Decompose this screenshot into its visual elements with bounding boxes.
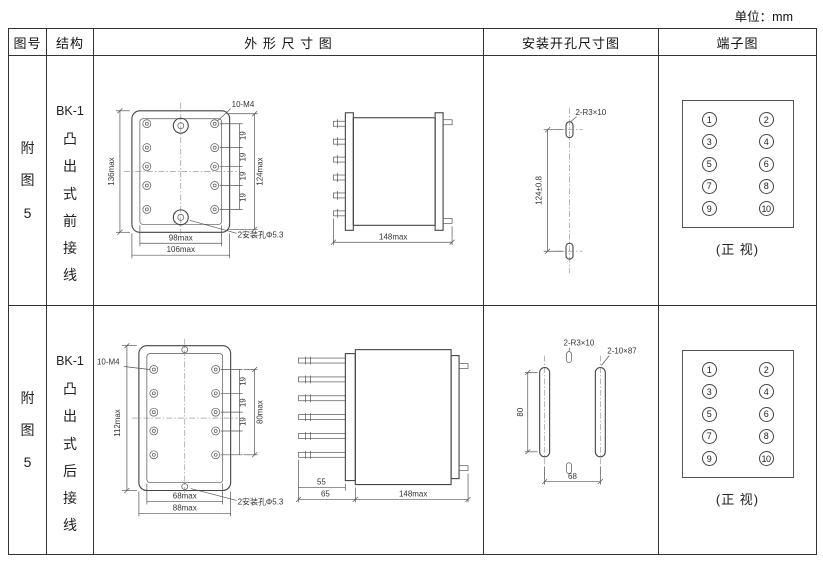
structure-row1: 凸出式前接线	[62, 131, 77, 284]
front-view-row2	[131, 338, 238, 498]
model-row1: BK-1	[56, 104, 84, 118]
dim-width-total-row2: 88max	[173, 503, 197, 512]
screw-label-row2: 10-M4	[97, 358, 120, 367]
model-row2: BK-1	[56, 354, 84, 368]
terminal-right-column-row2: 2 4 6 8 10	[758, 362, 774, 466]
terminal-pin-5: 5	[701, 406, 717, 422]
cell-outline-row2: 112max 10-M4 19 19 19 80max	[94, 306, 484, 554]
terminal-pin-1: 1	[701, 362, 717, 377]
cell-outline-row1: 136max 19 19 19 19 124max 10-M4	[94, 56, 484, 306]
dim-depth-row1: 148max	[379, 232, 407, 241]
terminal-pin-3: 3	[701, 134, 717, 150]
dim-front-depth-row2: 65	[321, 489, 330, 498]
dim-width-total-row1: 106max	[167, 245, 195, 254]
dim-hole-pitch-row1: 124±0.8	[535, 176, 544, 205]
mounting-drawing-row2: 2-R3×10 2-10×87 80 68	[516, 339, 637, 485]
terminal-pin-10: 10	[758, 201, 774, 216]
terminal-pin-3: 3	[701, 384, 717, 400]
terminal-pin-9: 9	[701, 451, 717, 466]
side-view-row1	[333, 112, 453, 231]
terminal-pin-1: 1	[701, 112, 717, 127]
header-fig-no: 图号	[9, 29, 47, 56]
dim-height-total-row1: 136max	[107, 157, 116, 185]
dim-width-inner-row1: 98max	[169, 233, 193, 242]
hole-label-row2: 2安装孔Φ5.3	[238, 496, 284, 506]
dim-slot-height-row2: 80	[516, 407, 525, 416]
side-view-row2	[298, 349, 469, 486]
fig-no-row1: 附图5	[20, 140, 35, 221]
terminal-left-column-row1: 1 3 5 7 9	[701, 112, 717, 216]
screw-label-row1: 10-M4	[232, 100, 255, 109]
cell-fig-no-row2: 附图5	[9, 306, 47, 554]
terminal-pin-9: 9	[701, 201, 717, 216]
cell-terminal-row2: 1 3 5 7 9 2 4 6 8 10 (正 视)	[659, 306, 816, 554]
dim-terminal-span-row2: 80max	[256, 400, 265, 424]
structure-row2: 凸出式后接线	[62, 381, 77, 534]
terminal-pin-6: 6	[758, 406, 774, 422]
cell-structure-row1: BK-1 凸出式前接线	[47, 56, 94, 306]
cell-structure-row2: BK-1 凸出式后接线	[47, 306, 94, 554]
terminal-pin-7: 7	[701, 178, 717, 194]
cell-mounting-row2: 2-R3×10 2-10×87 80 68	[484, 306, 659, 554]
terminal-caption-row2: (正 视)	[715, 492, 760, 507]
terminal-caption-row1: (正 视)	[715, 242, 760, 257]
dim-depth-row2: 148max	[399, 489, 427, 498]
terminal-pin-6: 6	[758, 156, 774, 172]
dim-pitch-1-row1: 19	[239, 131, 248, 140]
terminal-pin-10: 10	[758, 451, 774, 466]
cell-terminal-row1: 1 3 5 7 9 2 4 6 8 10 (正 视)	[659, 56, 816, 306]
hole-label-row1: 2安装孔Φ5.3	[238, 229, 284, 239]
cell-fig-no-row1: 附图5	[9, 56, 47, 306]
slot-label-row2: 2-R3×10	[564, 339, 595, 348]
dim-pitch-3-row1: 19	[239, 171, 248, 180]
fig-no-row2: 附图5	[20, 389, 35, 471]
slot-label-row1: 2-R3×10	[575, 108, 606, 117]
outline-drawing-row1: 136max 19 19 19 19 124max 10-M4	[107, 100, 455, 259]
unit-label: 单位：mm	[734, 10, 793, 24]
terminal-pin-8: 8	[758, 178, 774, 194]
terminal-pin-4: 4	[758, 384, 774, 400]
terminal-pin-4: 4	[758, 134, 774, 150]
terminal-box-row1: 1 3 5 7 9 2 4 6 8 10	[681, 100, 794, 228]
header-terminal: 端子图	[659, 29, 816, 56]
dim-pitch-4-row1: 19	[239, 192, 248, 201]
terminal-right-column-row1: 2 4 6 8 10	[758, 112, 774, 216]
dim-pitch-3-row2: 19	[239, 417, 248, 426]
dim-pitch-2-row1: 19	[239, 152, 248, 161]
terminal-pin-2: 2	[758, 362, 774, 377]
terminal-pin-8: 8	[758, 428, 774, 444]
terminal-left-column-row2: 1 3 5 7 9	[701, 362, 717, 466]
terminal-pin-2: 2	[758, 112, 774, 127]
slot2-label-row2: 2-10×87	[607, 347, 637, 356]
outline-drawing-row2: 112max 10-M4 19 19 19 80max	[97, 338, 471, 517]
terminal-box-row2: 1 3 5 7 9 2 4 6 8 10	[681, 350, 794, 478]
spec-table: 图号 结构 外 形 尺 寸 图 安装开孔尺寸图 端子图 附图5 BK-1 凸出式…	[8, 28, 817, 555]
header-outline: 外 形 尺 寸 图	[94, 29, 484, 56]
dim-blade-len-row2: 55	[317, 478, 326, 487]
terminal-pin-7: 7	[701, 428, 717, 444]
dim-pitch-2-row2: 19	[239, 398, 248, 407]
dim-slot-pitch-row2: 68	[568, 472, 577, 481]
dim-width-inner-row2: 68max	[173, 491, 197, 500]
header-mounting: 安装开孔尺寸图	[484, 29, 659, 56]
dim-pitch-1-row2: 19	[239, 376, 248, 385]
dim-height-inner-row1: 124max	[256, 157, 265, 185]
cell-mounting-row1: 124±0.8 2-R3×10	[484, 56, 659, 306]
mounting-drawing-row1: 124±0.8 2-R3×10	[535, 108, 607, 274]
header-structure: 结构	[47, 29, 94, 56]
dim-height-total-row2: 112max	[113, 409, 122, 437]
terminal-pin-5: 5	[701, 156, 717, 172]
